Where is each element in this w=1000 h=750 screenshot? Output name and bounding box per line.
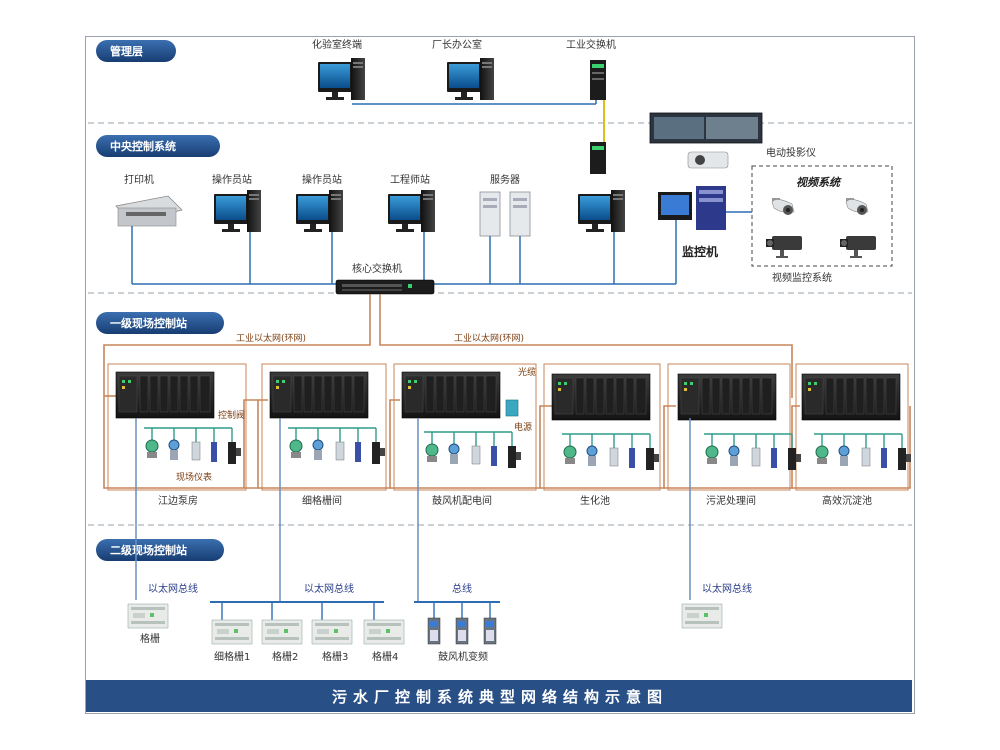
instruments-2 xyxy=(287,427,386,465)
station-name-4: 生化池 xyxy=(580,494,610,507)
layer-label-level2: 二级现场控制站 xyxy=(110,543,187,557)
bus1-label: 以太网总线 xyxy=(148,582,198,595)
layer-label-central: 中央控制系统 xyxy=(110,139,176,153)
label-engineer: 工程师站 xyxy=(390,173,430,186)
label-operator-2: 操作员站 xyxy=(302,173,342,186)
label-video-monitoring: 视频监控系统 xyxy=(772,271,832,284)
plc-rack-2 xyxy=(269,371,369,419)
operator-station-1 xyxy=(214,190,261,232)
station-name-3: 鼓风机配电间 xyxy=(432,494,492,507)
note-cable: 光缆 xyxy=(518,366,536,378)
layer-tab-level1: 一级现场控制站 xyxy=(96,312,224,334)
industrial-switch-central xyxy=(590,142,606,174)
sludge-controller xyxy=(681,603,723,629)
label-fine-grid-2: 格栅2 xyxy=(272,650,298,663)
label-video-system: 视频系统 xyxy=(796,176,842,189)
projection-screen xyxy=(649,112,763,144)
camera-dome-2 xyxy=(845,197,869,216)
instruments-4 xyxy=(561,433,660,471)
video-monitoring-box xyxy=(751,165,893,267)
label-industrial-switch: 工业交换机 xyxy=(566,38,616,51)
fine-grid-controller-1 xyxy=(211,619,253,645)
vfd-2 xyxy=(455,617,469,645)
plc-rack-4 xyxy=(551,373,651,421)
note-power: 电源 xyxy=(514,421,532,433)
engineer-station xyxy=(388,190,435,232)
note-field-meter: 现场仪表 xyxy=(176,471,212,483)
gateway-computer xyxy=(578,190,625,232)
grid-controller xyxy=(127,603,169,629)
fine-grid-controller-2 xyxy=(261,619,303,645)
station-name-1: 江边泵房 xyxy=(158,494,198,507)
lab-terminal-computer xyxy=(318,58,365,100)
camera-box-1 xyxy=(766,236,802,258)
footer-title: 污水厂控制系统典型网络结构示意图 xyxy=(332,688,668,706)
vfd-1 xyxy=(427,617,441,645)
instruments-1 xyxy=(143,427,242,465)
power-box xyxy=(505,399,519,417)
label-operator-1: 操作员站 xyxy=(212,173,252,186)
layer-label-management: 管理层 xyxy=(110,44,143,58)
ring-label-right: 工业以太网(环网) xyxy=(454,332,524,344)
plc-rack-5 xyxy=(677,373,777,421)
plc-rack-3 xyxy=(401,371,501,419)
layer-tab-level2: 二级现场控制站 xyxy=(96,539,224,561)
projector xyxy=(687,151,729,169)
station-name-6: 高效沉淀池 xyxy=(822,494,872,507)
label-director-office: 厂长办公室 xyxy=(432,38,482,51)
label-fine-grid-4: 格栅4 xyxy=(372,650,398,663)
monitor-host xyxy=(658,186,726,230)
plc-rack-6 xyxy=(801,373,901,421)
instruments-6 xyxy=(813,433,912,471)
station-box-4 xyxy=(543,363,661,491)
instruments-5 xyxy=(703,433,802,471)
core-switch xyxy=(335,279,435,295)
label-printer: 打印机 xyxy=(124,173,154,186)
note-control-valve: 控制阀 xyxy=(218,409,245,421)
station-box-5 xyxy=(667,363,791,491)
station-box-3 xyxy=(393,363,537,491)
camera-box-2 xyxy=(840,236,876,258)
footer-bar: 污水厂控制系统典型网络结构示意图 xyxy=(86,680,912,712)
label-lab-terminal: 化验室终端 xyxy=(312,38,362,51)
servers xyxy=(479,191,531,237)
layer-label-level1: 一级现场控制站 xyxy=(110,316,187,330)
label-fine-grid-1: 细格栅1 xyxy=(214,650,250,663)
operator-station-2 xyxy=(296,190,343,232)
director-office-computer xyxy=(447,58,494,100)
layer-tab-management: 管理层 xyxy=(96,40,176,62)
bus2-label: 以太网总线 xyxy=(304,582,354,595)
fine-grid-controller-4 xyxy=(363,619,405,645)
station-box-1 xyxy=(107,363,247,491)
label-blower-vfd: 鼓风机变频 xyxy=(438,650,488,663)
label-fine-grid-3: 格栅3 xyxy=(322,650,348,663)
bus3-label: 总线 xyxy=(452,582,472,595)
vfd-3 xyxy=(483,617,497,645)
station-box-2 xyxy=(261,363,387,491)
station-name-2: 细格栅间 xyxy=(302,494,342,507)
bus4-label: 以太网总线 xyxy=(702,582,752,595)
plc-rack-1 xyxy=(115,371,215,419)
station-box-6 xyxy=(795,363,909,491)
industrial-switch-top xyxy=(590,60,606,100)
label-grid: 格栅 xyxy=(140,632,160,645)
ring-label-left: 工业以太网(环网) xyxy=(236,332,306,344)
label-projector: 电动投影仪 xyxy=(766,146,816,159)
printer xyxy=(115,195,183,227)
label-core-switch: 核心交换机 xyxy=(352,262,402,275)
camera-dome-1 xyxy=(771,197,795,216)
layer-tab-central: 中央控制系统 xyxy=(96,135,220,157)
instruments-3 xyxy=(423,431,522,469)
fine-grid-controller-3 xyxy=(311,619,353,645)
label-server: 服务器 xyxy=(490,173,520,186)
station-name-5: 污泥处理间 xyxy=(706,494,756,507)
label-monitor-host: 监控机 xyxy=(682,244,718,259)
